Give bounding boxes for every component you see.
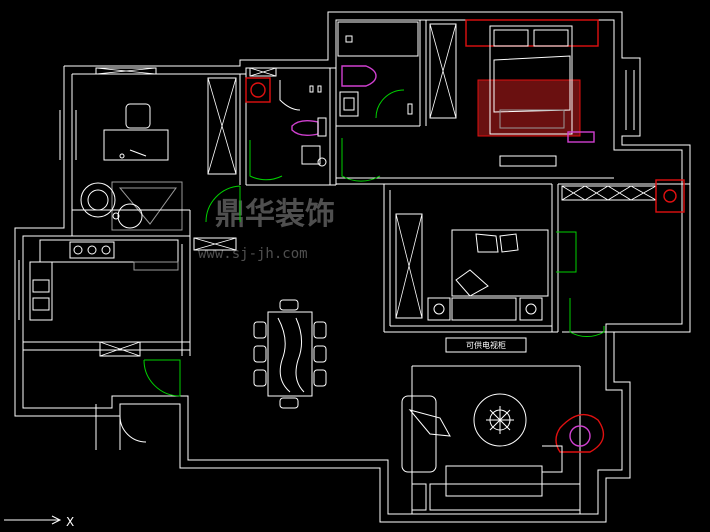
stove [69,241,115,259]
ucs-icon: X [4,515,74,529]
door-kitchen [143,359,181,397]
tv-bench [499,155,557,167]
nightstand-right [519,297,543,321]
toilet-icon-2 [341,65,377,87]
sofa-main [445,465,543,497]
coffee-table [473,393,527,447]
sofa-icon [401,395,437,473]
bathtub [337,21,419,57]
chair-icon [125,103,151,129]
desk [103,129,169,161]
wardrobe-study [207,77,237,175]
shower-screen [279,80,301,111]
door-entry [119,415,147,443]
door-bath2 [341,138,381,182]
wardrobe-bedroom2 [395,213,423,319]
fridge [133,261,179,271]
shoe-cabinet [99,341,141,357]
dining-chair [279,299,299,311]
wardrobe-bedroom3 [561,185,657,201]
living-room [401,393,605,511]
door-bath2-inner [375,89,405,119]
nightstand-left [427,297,451,321]
counter-side [29,261,53,321]
watermark-logo [111,181,183,231]
watermark-logo-mark [118,187,177,225]
cabinet-hall [193,237,237,251]
round-stool [117,203,143,229]
cabinet-north-edge [95,67,157,75]
tv-cabinet-box [445,337,527,353]
nightstand [567,131,595,143]
door-bedroom3 [569,298,605,338]
bath1-fixtures [245,77,327,167]
master-bedroom [465,19,599,167]
vanity [339,91,359,117]
toilet-icon [291,119,319,137]
plant-icon [80,182,116,218]
study-furniture [80,103,169,229]
watermark: 鼎华装饰 www.sj-jh.com [111,181,335,262]
cabinet-bath-top [249,67,277,77]
bed-icon [489,25,573,135]
bedroom3 [655,179,685,213]
outer-walls [14,11,691,523]
headboard [465,19,599,47]
door-bath1 [249,140,283,181]
interior-walls [18,11,690,514]
bath2-fixtures [337,21,419,117]
wardrobe-master [429,23,457,119]
door-study [205,185,241,223]
bed-icon-2 [451,229,549,297]
door-bedroom2-sliding [556,231,577,273]
sink [32,279,50,293]
watermark-brand: 鼎华装饰 [215,197,335,232]
watermark-url: www.sj-jh.com [198,246,308,262]
armchair [555,413,605,453]
bedroom2: 可供电视柜 [427,229,549,353]
doors [119,89,605,443]
wardrobes [95,23,657,357]
counter-top [39,239,179,263]
ucs-x-label: X [66,515,74,529]
washing-machine [245,77,271,103]
ac-unit [655,179,685,213]
basin [301,145,321,165]
tv-cabinet-label: 可供电视柜 [466,340,506,350]
dining [253,299,327,409]
dining-table [267,311,313,397]
bed-rug [477,79,581,137]
kitchen [29,239,179,321]
